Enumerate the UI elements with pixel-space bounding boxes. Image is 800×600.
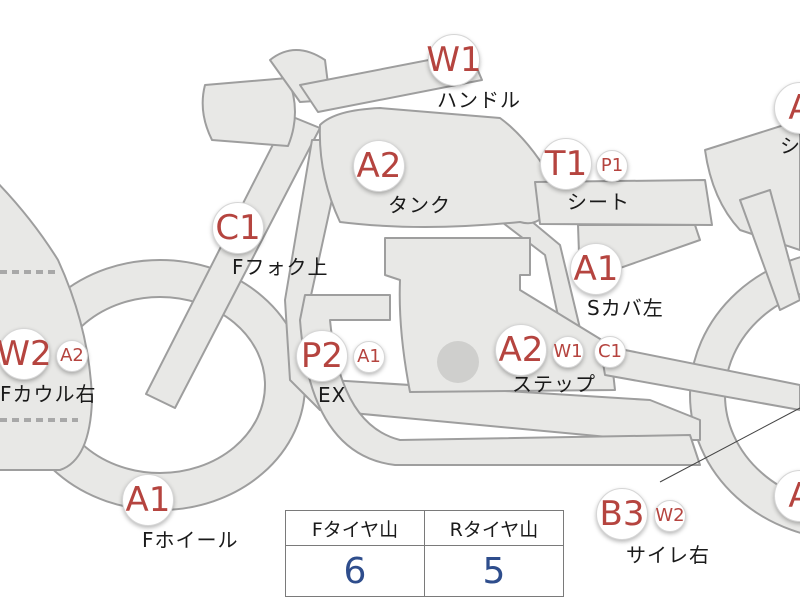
part-label-step: ステップ xyxy=(512,372,596,396)
code-badge: A1 xyxy=(570,243,622,295)
part-label-handle: ハンドル xyxy=(437,88,521,112)
tread-header-rear: Rタイヤ山 xyxy=(424,510,564,546)
code-badge: A1 xyxy=(353,341,385,373)
part-label-seat: シート xyxy=(567,190,630,214)
front-fork-shape xyxy=(145,114,321,409)
tank-shape xyxy=(318,107,556,228)
code-badge: W1 xyxy=(426,34,482,86)
code-badge: A2 xyxy=(56,340,88,372)
part-label-tank: タンク xyxy=(388,193,451,217)
tread-value-front: 6 xyxy=(285,545,425,597)
code-badge: C1 xyxy=(594,336,626,368)
tread-value-rear: 5 xyxy=(424,545,564,597)
part-label-fork-upper: Fフォク上 xyxy=(232,255,329,279)
code-badge: A2 xyxy=(495,324,547,376)
code-badge: B3 xyxy=(596,488,648,540)
code-badge: P2 xyxy=(296,330,348,382)
code-badge: W2 xyxy=(654,500,686,532)
muffler-leader-line xyxy=(659,407,800,483)
code-badge: A1 xyxy=(122,474,174,526)
code-badge: A2 xyxy=(353,140,405,192)
part-label-side-cover-left: Sカバ左 xyxy=(587,296,664,320)
part-label-muffler-right: サイレ右 xyxy=(626,543,710,567)
code-badge: W2 xyxy=(0,328,52,380)
tread-header-front: Fタイヤ山 xyxy=(285,510,425,546)
front-cowl-shape xyxy=(0,183,93,471)
code-badge: T1 xyxy=(540,138,592,190)
seat-shape xyxy=(534,179,713,226)
part-label-front-wheel: Fホイール xyxy=(142,528,239,552)
part-label-edge-top-right: シ xyxy=(780,134,800,158)
headlight-shape xyxy=(201,77,296,147)
part-label-exhaust: EX xyxy=(318,383,347,407)
tire-tread-table: Fタイヤ山 Rタイヤ山 6 5 xyxy=(285,510,564,597)
code-badge: C1 xyxy=(212,202,264,254)
engine-cover-circle xyxy=(437,341,479,383)
code-badge: P1 xyxy=(596,150,628,182)
part-label-front-cowl-right: Fカウル右 xyxy=(0,382,97,406)
code-badge: W1 xyxy=(552,336,584,368)
